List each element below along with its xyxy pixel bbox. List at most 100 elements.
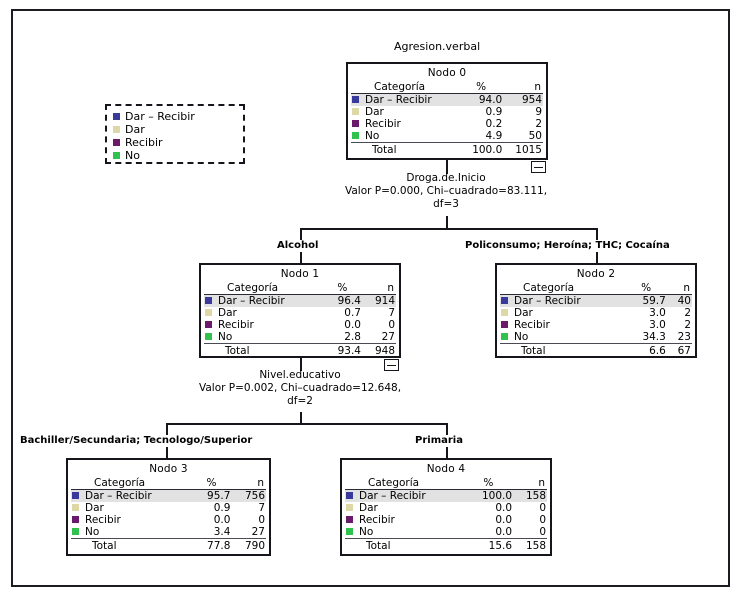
total-n: 1015 (515, 144, 542, 156)
node-3-title: Nodo 3 (149, 463, 188, 475)
row-pct: 3.4 (191, 526, 232, 539)
category-swatch-icon (352, 108, 359, 115)
row-category: Dar (85, 502, 104, 514)
header-n: n (361, 282, 396, 295)
branch-label-bachiller: Bachiller/Secundaria; Tecnologo/Superior (20, 435, 253, 446)
node-1-collapse-button[interactable] (384, 359, 399, 371)
table-total-row: Total 77.8 790 (71, 539, 266, 553)
row-n: 2 (535, 118, 542, 130)
table-row: No 0.0 0 (345, 526, 547, 539)
row-pct: 0.0 (495, 502, 513, 514)
header-swatch-spacer (345, 477, 358, 490)
legend-swatch-icon (113, 139, 120, 146)
total-pct: 93.4 (337, 345, 361, 357)
node-3[interactable]: Nodo 3 Categoría % n Dar – Recibir 95.7 … (66, 458, 271, 556)
table-row: Dar – Recibir 96.4 914 (204, 294, 396, 307)
header-n: n (231, 477, 266, 490)
header-pct: % (191, 477, 232, 490)
row-pct: 0.0 (495, 514, 513, 526)
table-row: Dar 0.0 0 (345, 502, 547, 514)
row-swatch-cell (500, 319, 513, 331)
row-swatch-cell (351, 106, 364, 118)
node-2-table: Categoría % n Dar – Recibir 59.7 40 Dar … (500, 282, 692, 357)
root-variable-title: Agresion.verbal (394, 40, 481, 53)
row-category: Dar (359, 502, 378, 514)
row-swatch-cell (345, 514, 358, 526)
connector-line (300, 252, 302, 263)
table-header-row: Categoría % n (204, 282, 396, 295)
total-swatch-spacer (204, 344, 217, 358)
node-2-title: Nodo 2 (576, 268, 616, 280)
row-n: 756 (231, 489, 266, 502)
total-pct: 100.0 (472, 144, 503, 156)
row-swatch-cell (204, 331, 217, 344)
header-pct: % (625, 282, 667, 295)
row-swatch-cell (345, 526, 358, 539)
node-1[interactable]: Nodo 1 Categoría % n Dar – Recibir 96.4 … (199, 263, 401, 358)
row-category: Dar (514, 307, 533, 319)
category-swatch-icon (205, 333, 212, 340)
row-n: 23 (666, 331, 692, 344)
total-label: Total (366, 540, 391, 552)
row-category: Dar – Recibir (217, 294, 323, 307)
row-category: Recibir (514, 319, 550, 331)
table-row: Dar 0.9 9 (351, 106, 543, 118)
row-swatch-cell (345, 502, 358, 514)
table-header-row: Categoría % n (500, 282, 692, 295)
node-0[interactable]: Nodo 0 Categoría % n Dar – Recibir 94.0 … (346, 62, 548, 160)
table-row: Dar – Recibir 95.7 756 (71, 489, 266, 502)
header-n: n (513, 477, 547, 490)
total-n: 790 (244, 540, 265, 552)
total-label: Total (92, 540, 117, 552)
row-pct: 96.4 (322, 294, 362, 307)
table-row: No 3.4 27 (71, 526, 266, 539)
row-swatch-cell (204, 294, 217, 307)
node-0-collapse-button[interactable] (531, 161, 546, 173)
node-4-title: Nodo 4 (426, 463, 466, 475)
row-n: 914 (361, 294, 396, 307)
row-pct: 0.9 (213, 502, 231, 514)
category-swatch-icon (346, 504, 353, 511)
total-pct: 6.6 (649, 345, 666, 357)
node-4[interactable]: Nodo 4 Categoría % n Dar – Recibir 100.0… (340, 458, 552, 556)
legend-item-no: No (113, 149, 235, 162)
category-swatch-icon (501, 321, 508, 328)
split-1-df: df=3 (433, 198, 459, 210)
total-n: 67 (677, 345, 691, 357)
category-swatch-icon (346, 528, 353, 535)
category-swatch-icon (352, 120, 359, 127)
row-category: No (358, 526, 464, 539)
table-row: Recibir 0.0 0 (71, 514, 266, 526)
row-swatch-cell (500, 307, 513, 319)
total-pct: 77.8 (207, 540, 231, 552)
row-n: 2 (684, 307, 691, 319)
table-row: No 4.9 50 (351, 130, 543, 143)
row-pct: 95.7 (191, 489, 232, 502)
table-header-row: Categoría % n (71, 477, 266, 490)
header-categoria: Categoría (358, 477, 464, 490)
split-1-info: Droga.de.Inicio Valor P=0.000, Chi–cuadr… (246, 172, 646, 211)
connector-line (166, 423, 168, 435)
branch-label-alcohol: Alcohol (277, 240, 319, 251)
table-row: Dar – Recibir 94.0 954 (351, 93, 543, 106)
row-category: No (364, 130, 459, 143)
split-2-df: df=2 (287, 395, 313, 407)
row-n: 40 (666, 294, 692, 307)
row-category: Recibir (85, 514, 121, 526)
category-swatch-icon (346, 492, 353, 499)
category-swatch-icon (501, 333, 508, 340)
table-row: Dar 0.7 7 (204, 307, 396, 319)
row-swatch-cell (351, 93, 364, 106)
node-1-table: Categoría % n Dar – Recibir 96.4 914 Dar… (204, 282, 396, 357)
row-swatch-cell (351, 130, 364, 143)
row-pct: 94.0 (458, 93, 504, 106)
node-2[interactable]: Nodo 2 Categoría % n Dar – Recibir 59.7 … (495, 263, 697, 358)
total-label: Total (521, 345, 546, 357)
connector-line (446, 447, 448, 458)
row-pct: 34.3 (625, 331, 667, 344)
category-swatch-icon (72, 528, 79, 535)
row-swatch-cell (500, 331, 513, 344)
row-category: Recibir (218, 319, 254, 331)
total-n: 948 (374, 345, 395, 357)
